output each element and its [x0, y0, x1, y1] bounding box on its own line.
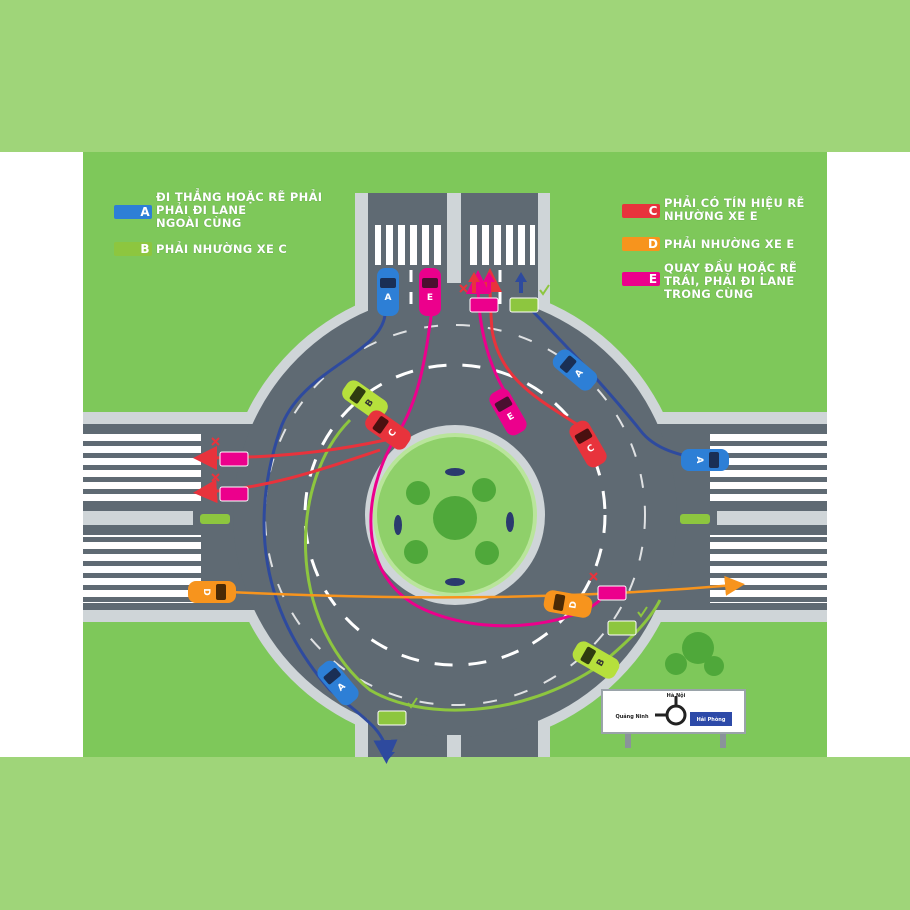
car-E-mid: E	[489, 388, 527, 436]
legend-letter: D	[648, 237, 658, 251]
legend-chip-C: C	[622, 204, 660, 218]
right-badges	[377, 297, 637, 726]
car-label: E	[506, 411, 516, 423]
sign-right-text: Hải Phòng	[697, 716, 726, 723]
legend-chip-B: B	[114, 242, 152, 256]
legend-line: PHẢI NHƯỜNG XE C	[156, 242, 288, 256]
sign-top-text: Hà Nội	[667, 692, 686, 699]
legend-chip-E: E	[622, 272, 660, 286]
car-label: C	[586, 443, 597, 455]
legend-chip-A: A	[114, 205, 152, 219]
legend-line: ĐI THẲNG HOẶC RẼ PHẢI	[156, 190, 323, 204]
cross-icon	[211, 284, 598, 581]
legend-text-C: PHẢI CÓ TÍN HIỆU RẼ NHƯỜNG XE E	[664, 197, 805, 223]
legend-text-E: QUAY ĐẦU HOẶC RẼ TRÁI, PHẢI ĐI LANE TRON…	[664, 262, 797, 301]
legend-text-D: PHẢI NHƯỜNG XE E	[664, 238, 795, 251]
legend-text-B: PHẢI NHƯỜNG XE C	[156, 243, 287, 256]
legend-letter: E	[648, 272, 658, 286]
legend-line: PHẢI NHƯỜNG XE E	[664, 237, 795, 251]
car-E-top: E	[419, 268, 441, 316]
wrong-badges	[219, 297, 627, 601]
legend-text-A: ĐI THẲNG HOẶC RẼ PHẢI PHẢI ĐI LANE NGOÀI…	[156, 191, 322, 230]
path-A	[262, 298, 706, 764]
car-label: A	[385, 293, 392, 303]
car-label: B	[595, 657, 607, 668]
car-B-left: B	[342, 380, 388, 420]
legend-letter: B	[140, 242, 150, 256]
car-D-right: D	[543, 590, 593, 618]
car-label: D	[568, 600, 579, 609]
legend-item-B: B PHẢI NHƯỜNG XE C	[114, 240, 287, 256]
car-C-right: C	[569, 420, 607, 468]
car-A-top: A	[377, 268, 399, 316]
arrow-icons	[381, 272, 527, 760]
legend-line: PHẢI CÓ TÍN HIỆU RẼ	[664, 196, 805, 210]
car-label: A	[574, 368, 586, 380]
car-label: D	[201, 588, 211, 595]
car-B-bottom: B	[572, 641, 620, 679]
legend-line: QUAY ĐẦU HOẶC RẼ	[664, 261, 798, 275]
car-C-left: C	[365, 410, 411, 450]
legend-item-A: A ĐI THẲNG HOẶC RẼ PHẢI PHẢI ĐI LANE NGO…	[114, 191, 322, 230]
crosswalks	[83, 225, 827, 603]
tree-icons	[404, 478, 499, 565]
car-label: A	[336, 682, 348, 694]
car-label: E	[427, 293, 433, 303]
legend-line: PHẢI ĐI LANE	[156, 203, 247, 217]
car-label: A	[694, 457, 704, 464]
legend-line: NGOÀI CÙNG	[156, 216, 242, 230]
legend-letter: C	[648, 204, 658, 218]
legend-line: TRONG CÙNG	[664, 287, 754, 301]
car-A-bottom: A	[317, 660, 359, 706]
car-label: C	[387, 428, 399, 439]
car-A-topright: A	[552, 349, 598, 391]
legend-item-D: D PHẢI NHƯỜNG XE E	[622, 235, 795, 251]
legend-letter: A	[140, 205, 150, 219]
direction-sign: Hà Nội Quảng Ninh Hải Phòng	[601, 689, 746, 748]
legend-item-E: E QUAY ĐẦU HOẶC RẼ TRÁI, PHẢI ĐI LANE TR…	[622, 262, 797, 301]
legend-line: NHƯỜNG XE E	[664, 209, 758, 223]
check-icon	[407, 284, 648, 709]
car-label: B	[364, 398, 376, 409]
legend-chip-D: D	[622, 237, 660, 251]
legend-line: TRÁI, PHẢI ĐI LANE	[664, 274, 795, 288]
path-D	[229, 575, 745, 599]
legend-item-C: C PHẢI CÓ TÍN HIỆU RẼ NHƯỜNG XE E	[622, 197, 805, 223]
car-D-left: D	[188, 581, 236, 603]
sign-left-text: Quảng Ninh	[615, 713, 649, 720]
car-A-right: A	[681, 449, 729, 471]
